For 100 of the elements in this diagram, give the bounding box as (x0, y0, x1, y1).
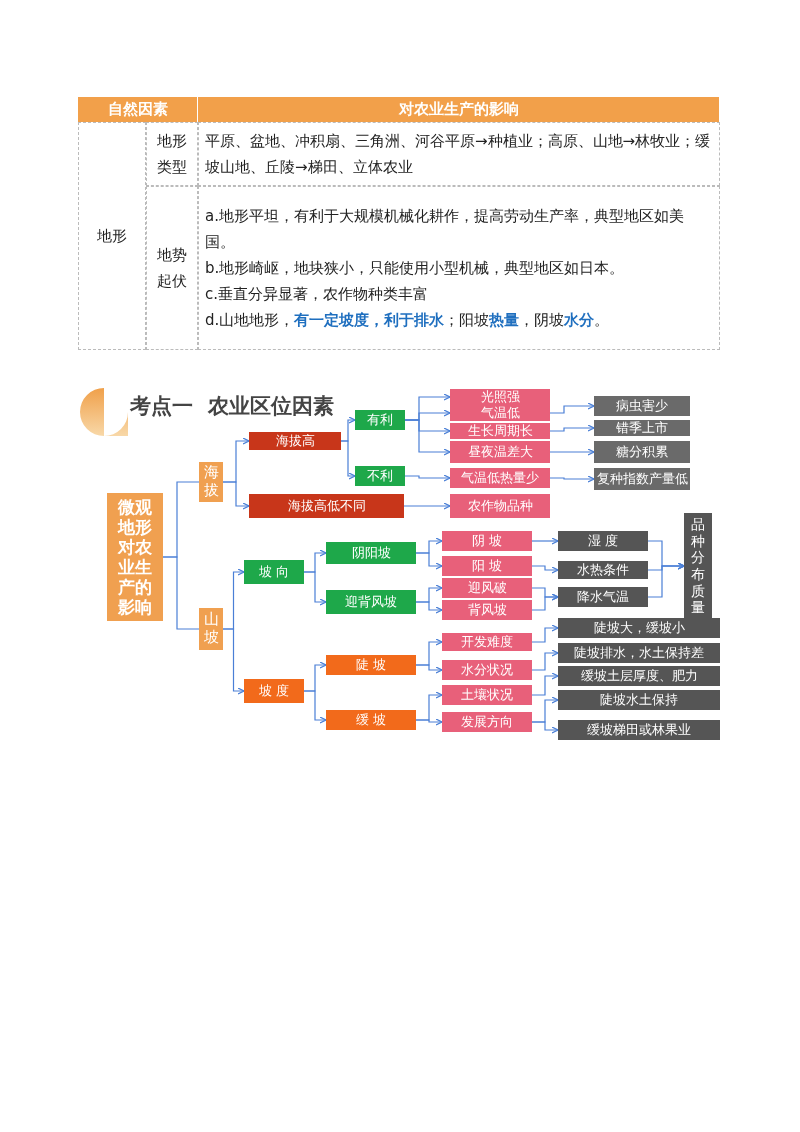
node-box (558, 643, 720, 663)
node-label: 降水气温 (577, 589, 629, 605)
arrow (403, 502, 451, 510)
node-box (355, 410, 405, 430)
node-label: 陡坡水土保持 (600, 692, 678, 708)
node-box (442, 531, 532, 551)
node-box (249, 432, 341, 450)
node-box (244, 679, 304, 703)
node-label: 光照强 (480, 389, 520, 405)
node-box (442, 600, 532, 620)
arrow (531, 649, 559, 671)
node-box (326, 655, 416, 675)
node-label: 海拔高 (275, 433, 315, 449)
node-label: 不利 (367, 468, 393, 484)
node-label: 背风坡 (467, 602, 507, 618)
node-label: 迎背风坡 (345, 594, 397, 610)
node-label: 水热条件 (577, 562, 629, 578)
arrow (303, 571, 327, 606)
arrow (415, 718, 443, 726)
table-cell: 地势起伏 (146, 186, 198, 350)
node-box (450, 468, 550, 488)
arrow (531, 721, 559, 734)
node-box (355, 466, 405, 486)
node-box (450, 405, 550, 421)
node-label: 开发难度 (461, 634, 513, 650)
node-box (442, 685, 532, 705)
cell-text: c.垂直分异显著，农作物种类丰富 (205, 284, 428, 305)
arrow (340, 440, 356, 480)
node-box (450, 389, 550, 405)
header-cell: 自然因素 (78, 97, 198, 122)
node-box (442, 633, 532, 651)
cell-text: b.地形崎岖，地块狭小，只能使用小型机械，典型地区如日本。 (205, 258, 625, 279)
node-box (558, 618, 720, 638)
node-label: 陡坡排水，水土保持差 (574, 645, 704, 661)
arrow (415, 552, 443, 570)
node-label: 海拔高低不同 (287, 498, 366, 514)
node-label: 微观地形对农业生产的影响 (118, 496, 152, 618)
table-cell: 地形类型 (146, 122, 198, 186)
node-label: 发展方向 (461, 714, 513, 730)
node-label: 土壤状况 (461, 687, 513, 703)
node-label: 气温低 (480, 405, 520, 421)
arrow (531, 537, 559, 545)
node-label: 昼夜温差大 (467, 444, 533, 460)
node-label: 缓坡梯田或林果业 (587, 722, 691, 738)
node-label: 山坡 (203, 611, 219, 647)
node-box (594, 420, 690, 436)
arrow (531, 593, 559, 611)
arrow (549, 475, 595, 483)
cell-text: d.山地地形，有一定坡度，利于排水；阳坡热量，阴坡水分。 (205, 310, 610, 331)
node-box (558, 587, 648, 607)
node-label: 阴阳坡 (351, 545, 391, 561)
node-box (249, 494, 404, 518)
arrow (549, 448, 595, 456)
node-box (594, 441, 690, 463)
node-box (326, 542, 416, 564)
node-box (450, 494, 550, 518)
node-label: 糖分积累 (616, 444, 668, 460)
cell-text: a.地形平坦，有利于大规模机械化耕作，提高劳动生产率，典型地区如美国。 (205, 206, 685, 253)
node-label: 阳 坡 (471, 558, 503, 574)
node-label: 阴 坡 (471, 533, 503, 549)
arrow (303, 690, 327, 724)
node-box (442, 556, 532, 576)
node-label: 缓 坡 (355, 712, 387, 728)
node-label: 湿 度 (587, 533, 619, 549)
arrow (404, 474, 451, 482)
arrow (531, 672, 559, 696)
arrow (647, 562, 685, 598)
node-box (442, 578, 532, 598)
section-title: 考点一 农业区位因素 (130, 393, 334, 420)
arrow (549, 402, 595, 414)
node-label: 生长周期长 (467, 423, 533, 439)
node-box (326, 710, 416, 730)
arrow (531, 565, 559, 574)
arrow (549, 424, 595, 432)
node-label: 农作物品种 (467, 498, 533, 514)
node-label: 陡坡大，缓坡小 (593, 620, 685, 636)
cell-text: 平原、盆地、冲积扇、三角洲、河谷平原→种植业；高原、山地→林牧业；缓坡山地、丘陵→梯田、立体农业 (205, 131, 712, 178)
node-box (326, 590, 416, 614)
node-box (107, 493, 163, 621)
arrow (415, 601, 443, 614)
node-box (684, 513, 712, 619)
connector-line (162, 556, 200, 630)
node-box (558, 666, 720, 686)
node-box (450, 441, 550, 463)
node-box (558, 690, 720, 710)
node-box (558, 561, 648, 579)
node-box (594, 396, 690, 416)
node-label: 水分状况 (461, 662, 513, 678)
arrow (531, 624, 559, 643)
node-label: 复种指数产量低 (596, 471, 688, 487)
node-label: 陡 坡 (355, 657, 387, 673)
node-label: 缓坡土层厚度、肥力 (580, 668, 698, 684)
node-box (442, 660, 532, 680)
arrow (222, 481, 250, 510)
arrow (404, 419, 451, 456)
table-cell: 地形 (78, 122, 146, 350)
arrow (222, 628, 245, 695)
node-box (558, 720, 720, 740)
node-label: 病虫害少 (616, 398, 668, 414)
node-label: 迎风破 (467, 580, 507, 596)
